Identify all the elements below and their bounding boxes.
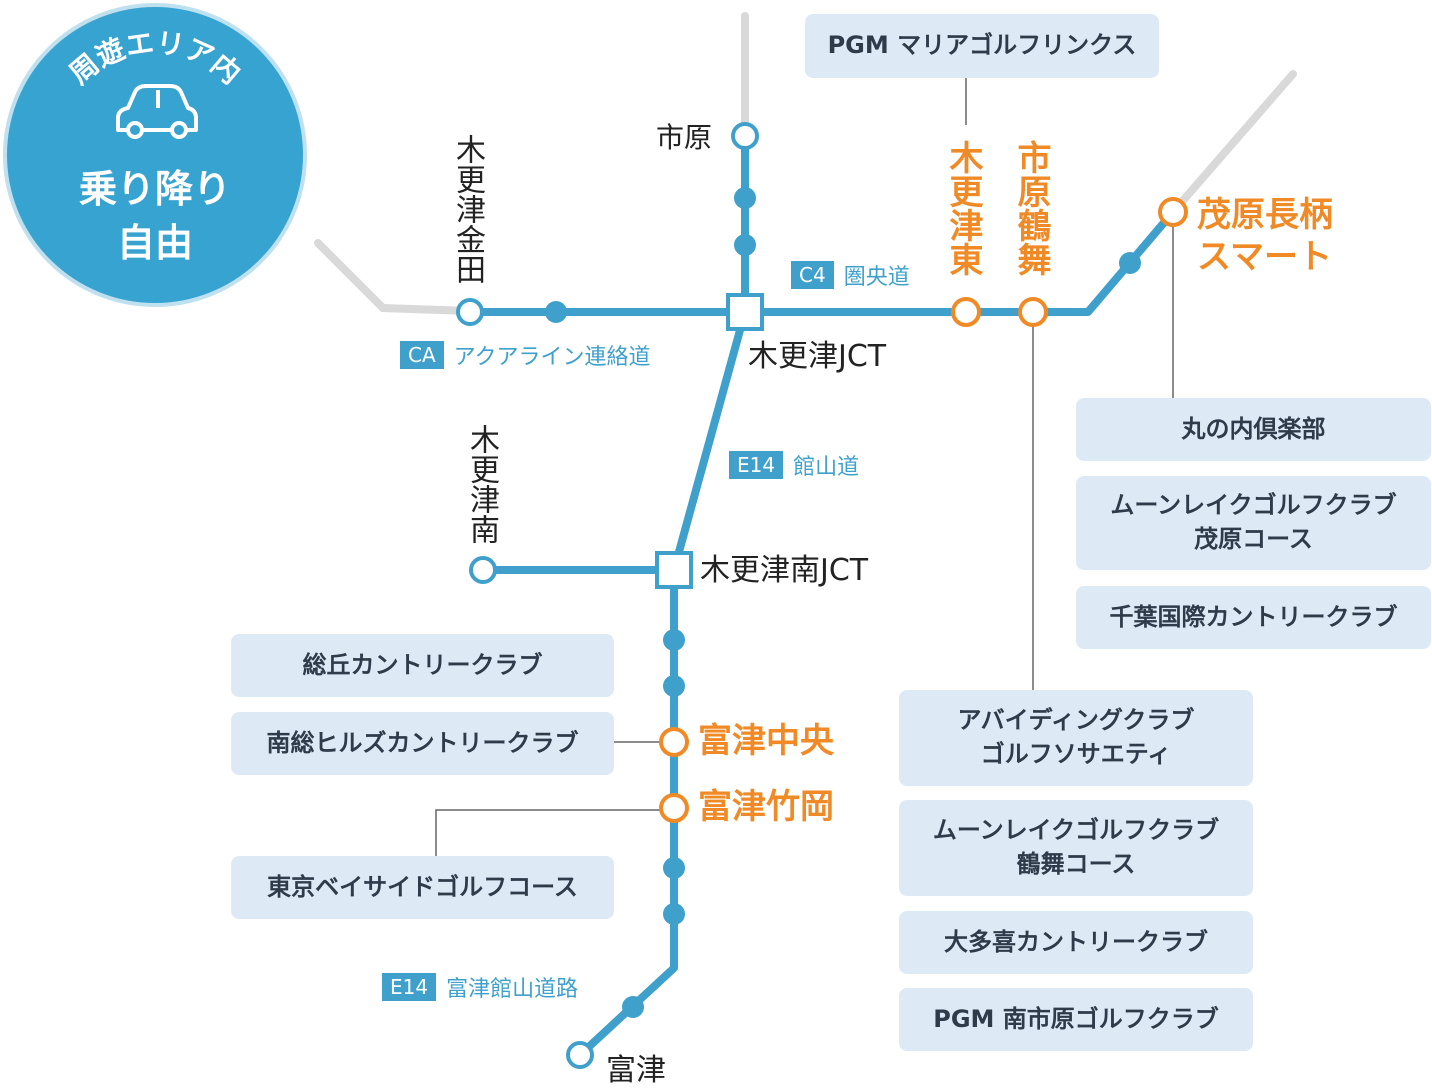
other-road (314, 239, 474, 315)
route-dot (663, 857, 685, 879)
route-dot (734, 187, 756, 209)
golf-box-nanso-hills: 南総ヒルズカントリークラブ (231, 712, 614, 775)
station-label-kisarazu-minami-jct: 木更津南JCT (700, 553, 869, 588)
station-label-futtsu: 富津 (606, 1053, 666, 1088)
route-name: 圏央道 (843, 265, 910, 290)
route-dot (545, 301, 567, 323)
route-label-tateyama: E14 館山道 (729, 449, 859, 481)
area-badge (3, 3, 307, 307)
golf-box-otaki: 大多喜カントリークラブ (899, 911, 1253, 974)
station-marker-mobara-nagara (1158, 197, 1188, 227)
golf-box-pgm-minami-ichihara: PGM 南市原ゴルフクラブ (899, 988, 1253, 1051)
station-marker-ichihara-tsurumai (1018, 297, 1048, 327)
station-label-mobara-nagara-2: スマート (1197, 237, 1332, 277)
station-label-kisarazu-kaneda: 木更津金田 (450, 134, 485, 284)
golf-box-chiba-kokusai: 千葉国際カントリークラブ (1076, 586, 1431, 649)
connector-line (435, 809, 674, 856)
route-line-tateyama (670, 308, 749, 574)
station-marker-kisarazu-minami (469, 556, 497, 584)
other-road (1169, 70, 1297, 216)
badge-main-line2: 自由 (116, 221, 193, 265)
route-code: C4 (791, 261, 834, 289)
route-dot (622, 996, 644, 1018)
golf-box-soukyu: 総丘カントリークラブ (231, 634, 614, 697)
station-label-kisarazu-jct: 木更津JCT (748, 339, 887, 374)
route-name: 富津館山道路 (446, 977, 579, 1002)
station-label-futtsu-takeoka: 富津竹岡 (698, 787, 834, 827)
golf-box-abiding: アバイディングクラブ ゴルフソサエティ (899, 690, 1253, 786)
route-code: E14 (382, 973, 437, 1001)
station-label-ichihara: 市原 (656, 121, 713, 154)
route-line-futtsu-tateyama (576, 566, 678, 1059)
route-label-c4: C4 圏央道 (791, 259, 910, 291)
golf-box-moonlake-tsurumai: ムーンレイクゴルフクラブ 鶴舞コース (899, 800, 1253, 896)
station-label-mobara-nagara-1: 茂原長柄 (1197, 195, 1333, 235)
route-label-futtsu-tateyama: E14 富津館山道路 (382, 971, 578, 1003)
route-dot (663, 903, 685, 925)
golf-box-tokyo-bayside: 東京ベイサイドゴルフコース (231, 856, 614, 919)
route-dot (734, 234, 756, 256)
golf-box-moonlake-mobara: ムーンレイクゴルフクラブ 茂原コース (1076, 476, 1431, 570)
jct-marker-kisarazu (726, 293, 764, 331)
route-dot (663, 629, 685, 651)
jct-marker-kisarazu-minami (655, 551, 693, 589)
route-name: アクアライン連絡道 (453, 345, 651, 370)
car-icon (116, 84, 198, 139)
station-label-kisarazu-higashi: 木更津東 (943, 140, 983, 276)
station-marker-futtsu (566, 1041, 594, 1069)
route-code: E14 (729, 451, 784, 479)
station-marker-kisarazu-higashi (951, 297, 981, 327)
route-line-c4 (741, 208, 1177, 316)
route-dot (663, 675, 685, 697)
station-marker-ichihara (731, 122, 759, 150)
golf-box-pgm-maria: PGM マリアゴルフリンクス (805, 14, 1159, 78)
badge-main-line1: 乗り降り (78, 167, 231, 211)
station-marker-kisarazu-kaneda (456, 298, 484, 326)
station-marker-futtsu-chuo (659, 727, 689, 757)
station-label-futtsu-chuo: 富津中央 (698, 721, 834, 761)
station-label-kisarazu-minami: 木更津南 (464, 424, 499, 544)
golf-box-marunouchi: 丸の内倶楽部 (1076, 398, 1431, 461)
station-marker-futtsu-takeoka (659, 793, 689, 823)
station-label-ichihara-tsurumai: 市原鶴舞 (1011, 140, 1051, 276)
route-code: CA (400, 341, 444, 369)
route-dot (1119, 252, 1141, 274)
route-name: 館山道 (793, 455, 860, 480)
route-label-ca: CA アクアライン連絡道 (400, 339, 651, 371)
